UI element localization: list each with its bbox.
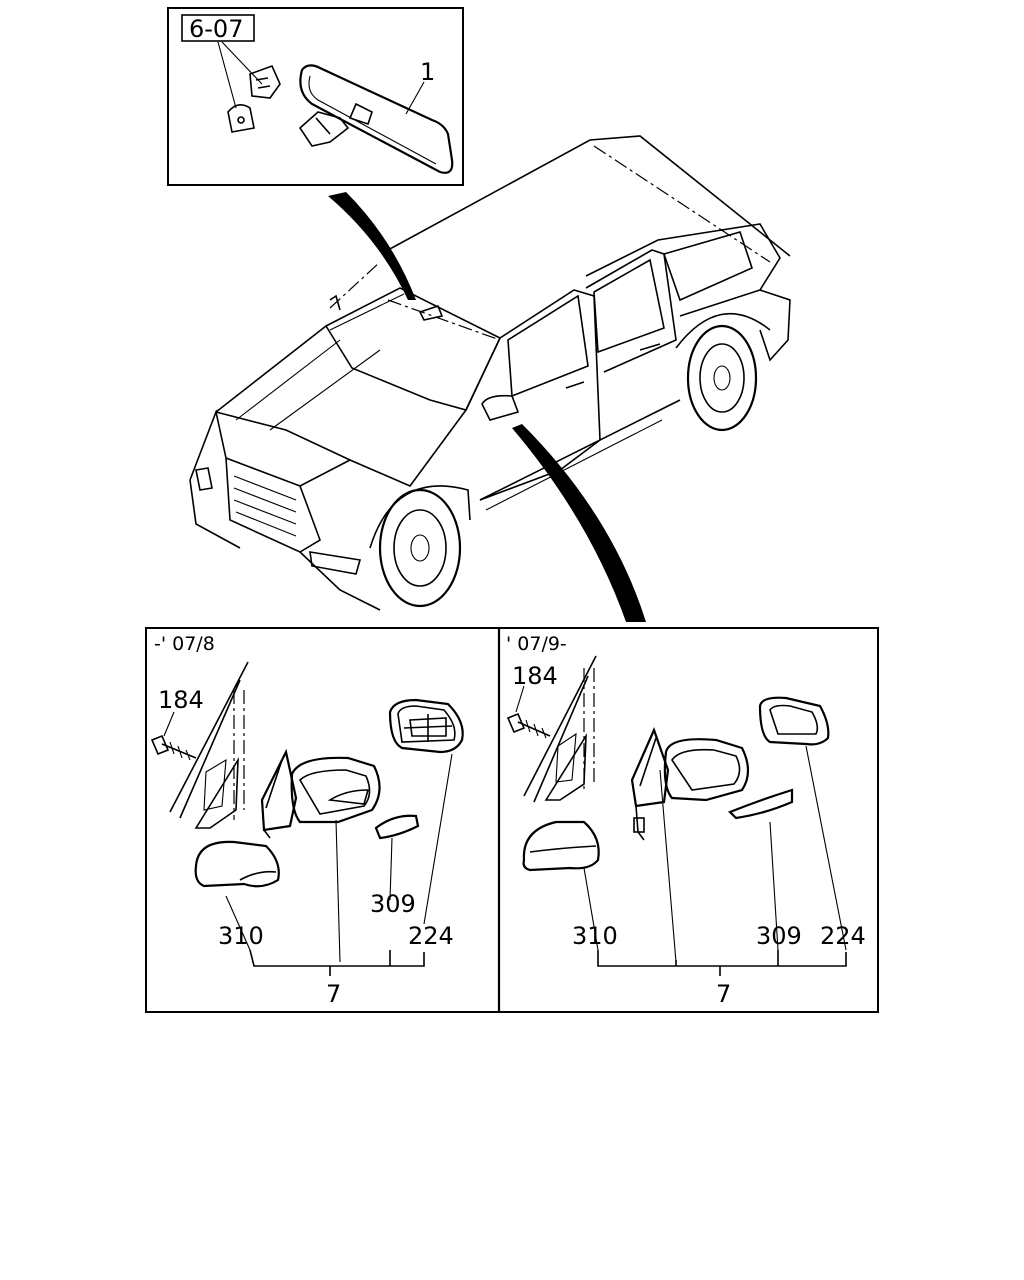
callout-cover-left: 310 <box>218 922 264 950</box>
bolt-part-left <box>150 734 197 761</box>
vehicle-drawing <box>189 135 791 611</box>
outer-mirror-panels: -' 07/8 184 <box>145 627 879 1013</box>
panel-late-model: ' 07/9- 184 <box>506 633 866 1008</box>
ref-code-box <box>181 14 255 42</box>
callout-assembly-right: 7 <box>716 980 731 1008</box>
mirror-bracket-icon <box>249 64 281 99</box>
callout-lamp-left: 309 <box>370 890 416 918</box>
mirror-cover-left <box>194 840 280 888</box>
callout-cover-right: 310 <box>572 922 618 950</box>
callout-bolt-right: 184 <box>512 662 558 690</box>
callout-bolt-left: 184 <box>158 686 204 714</box>
mirror-pad-icon <box>227 104 255 133</box>
mirror-housing-left <box>290 756 381 824</box>
inner-mirror-part <box>298 64 454 174</box>
mirror-cover-right <box>522 820 600 872</box>
inset-pointer-top <box>328 192 416 300</box>
ref-code-label: 6-07 <box>189 15 243 43</box>
mirror-housing-right <box>663 738 750 802</box>
mirror-lamp-left <box>374 814 420 840</box>
callout-glass-left: 224 <box>408 922 454 950</box>
bolt-part-right <box>506 712 551 739</box>
callout-inner-mirror: 1 <box>420 58 435 86</box>
callout-lamp-right: 309 <box>756 922 802 950</box>
callout-glass-right: 224 <box>820 922 866 950</box>
panel-early-model: -' 07/8 184 <box>150 633 464 1008</box>
panel-date-right: ' 07/9- <box>506 633 567 655</box>
mirror-glass-left <box>388 698 464 754</box>
mirror-base-left <box>260 748 298 839</box>
panel-date-left: -' 07/8 <box>154 633 215 655</box>
inset-pointer-bottom <box>512 424 646 622</box>
inner-mirror-inset: 6-07 1 <box>167 7 464 186</box>
mirror-lamp-right <box>728 788 794 820</box>
callout-assembly-left: 7 <box>326 980 341 1008</box>
mirror-glass-right <box>758 696 830 746</box>
